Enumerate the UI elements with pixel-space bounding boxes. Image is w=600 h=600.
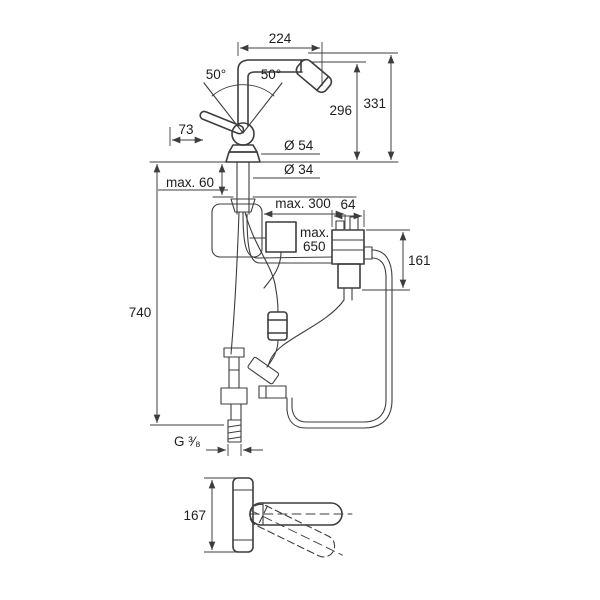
spray-head-detail (232, 477, 353, 558)
max-650-label-line1: max. (300, 225, 329, 240)
swivel-angle-right-label: 50° (261, 67, 281, 82)
faucet-shank (230, 161, 256, 215)
faucet-spout (237, 58, 333, 127)
dim-161-label: 161 (408, 253, 431, 268)
dim-224-label: 224 (269, 31, 292, 46)
faucet-base (225, 144, 261, 163)
supply-hoses (230, 211, 345, 368)
control-unit (249, 221, 297, 289)
pullout-hose-loop (286, 249, 393, 429)
dim-331-label: 331 (363, 96, 386, 111)
dim-73-label: 73 (178, 122, 193, 137)
dim-296-label: 296 (329, 103, 352, 118)
swivel-angle-left-label: 50° (206, 67, 226, 82)
max-650-label-line2: 650 (303, 239, 326, 254)
dia-34-label: Ø 34 (284, 162, 314, 177)
thread-size-label: G ³⁄₈ (174, 434, 201, 449)
dia-54-label: Ø 54 (284, 138, 314, 153)
max-300-label: max. 300 (275, 196, 331, 211)
dim-740-label: 740 (129, 305, 152, 320)
hose-weight (267, 311, 288, 341)
supply-connection-assembly (220, 347, 287, 443)
dim-64-label: 64 (340, 197, 356, 212)
mixing-valve-unit (331, 216, 373, 301)
angled-connector (247, 356, 280, 385)
faucet-handle (199, 110, 245, 135)
faucet-joint (231, 122, 255, 146)
swivel-range (203, 82, 283, 134)
pullout-spray-head (295, 58, 333, 94)
dimension-annotations: 224 50° 50° 73 296 331 Ø 54 Ø 34 max. 60… (129, 31, 431, 553)
countertop-section (149, 161, 399, 198)
max-60-label: max. 60 (166, 175, 214, 190)
dim-167-label: 167 (183, 508, 206, 523)
